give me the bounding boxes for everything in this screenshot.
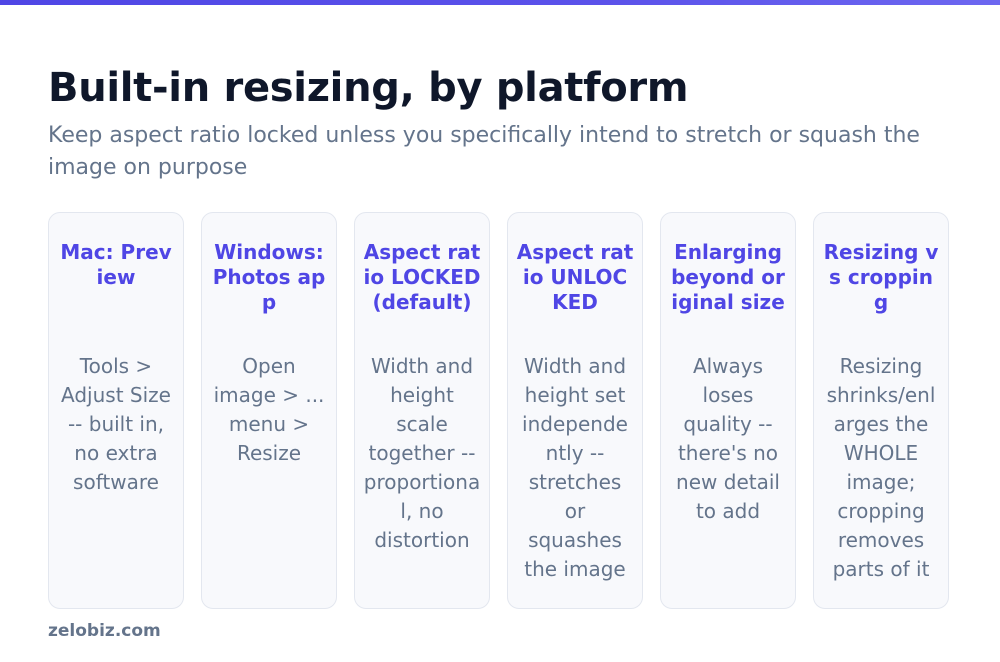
card-body: Open image > ... menu > Resize (213, 354, 325, 465)
card-aspect-unlocked: Aspect ratio UNLOCKED Width and height s… (507, 212, 643, 609)
card-windows-photos: Windows: Photos app Open image > ... men… (201, 212, 337, 609)
card-body: Width and height scale together -- propo… (363, 354, 481, 552)
card-body: Width and height set independently -- st… (522, 354, 628, 581)
card-mac-preview: Mac: Preview Tools > Adjust Size -- buil… (48, 212, 184, 609)
card-title: Resizing vs cropping (823, 240, 939, 314)
card-title: Enlarging beyond original size (671, 240, 785, 314)
card-body: Tools > Adjust Size -- built in, no extr… (61, 354, 171, 494)
card-aspect-locked: Aspect ratio LOCKED (default) Width and … (354, 212, 490, 609)
card-title: Windows: Photos app (212, 240, 326, 314)
card-enlarging: Enlarging beyond original size Always lo… (660, 212, 796, 609)
card-body: Always loses quality -- there's no new d… (676, 354, 780, 523)
card-title: Mac: Preview (60, 240, 172, 289)
platform-cards: Mac: Preview Tools > Adjust Size -- buil… (48, 212, 949, 609)
brand-footer: zelobiz.com (48, 621, 161, 641)
page-subtitle: Keep aspect ratio locked unless you spec… (48, 123, 920, 180)
page-title: Built-in resizing, by platform (48, 65, 689, 111)
card-resizing-vs-cropping: Resizing vs cropping Resizing shrinks/en… (813, 212, 949, 609)
card-title: Aspect ratio UNLOCKED (516, 240, 634, 314)
card-body: Resizing shrinks/enlarges the WHOLE imag… (826, 354, 936, 581)
top-accent-bar (0, 0, 1000, 5)
card-title: Aspect ratio LOCKED (default) (363, 240, 481, 314)
